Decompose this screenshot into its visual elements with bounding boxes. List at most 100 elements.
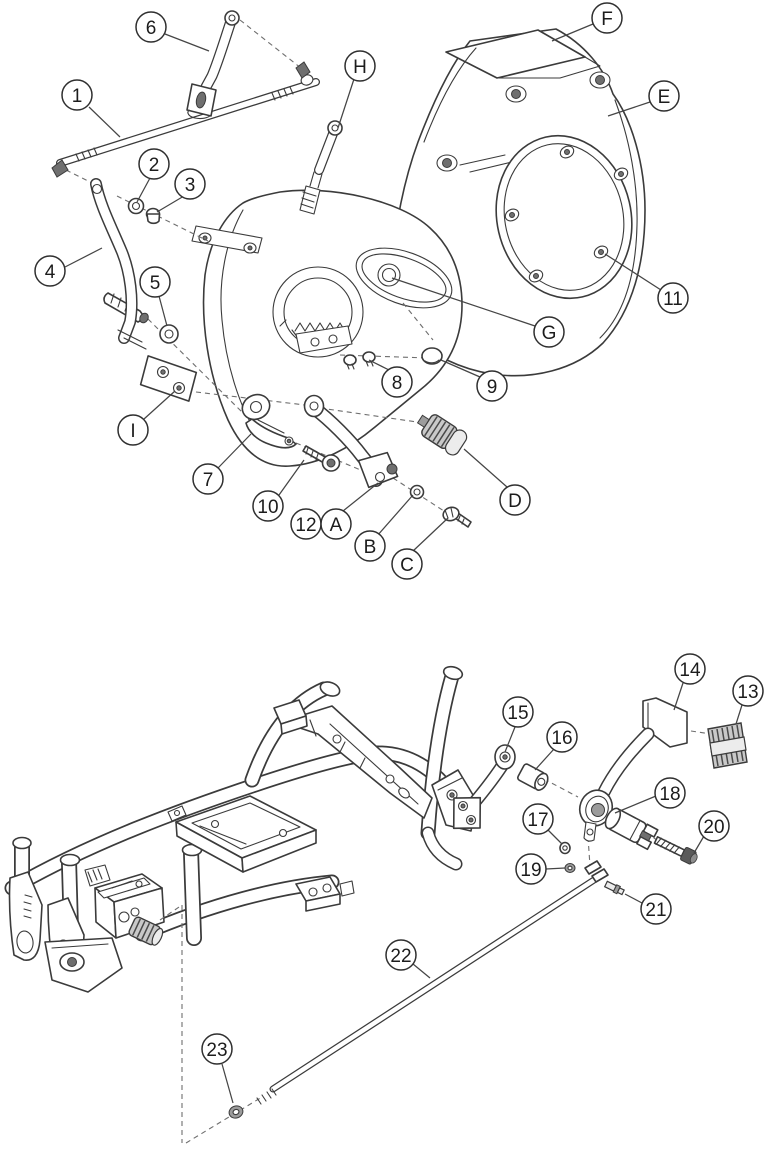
callout-leader-line <box>614 795 657 814</box>
battery-tray <box>167 795 317 873</box>
callout-leader-line <box>368 359 390 371</box>
callout-label: 1 <box>72 86 83 107</box>
callout-11: 11 <box>604 253 689 314</box>
part-washer-B <box>409 484 425 500</box>
callout-E: E <box>607 80 680 117</box>
callout-leader-line <box>604 253 662 291</box>
callout-circle <box>732 675 764 707</box>
callout-circle <box>139 266 171 298</box>
callout-19: 19 <box>515 853 566 885</box>
callout-label: 6 <box>146 18 157 39</box>
callout-label: 23 <box>206 1040 227 1061</box>
callout-leader-line <box>412 517 449 552</box>
callout-22: 22 <box>385 939 431 979</box>
callout-label: I <box>130 421 135 442</box>
forward-controls <box>8 864 165 993</box>
callout-leader-line <box>504 726 516 753</box>
callout-leader-line <box>337 78 355 129</box>
callout-8: 8 <box>368 359 413 398</box>
callout-leader-line <box>547 829 563 845</box>
callout-circle <box>674 653 706 685</box>
callout-circle <box>640 893 672 925</box>
callout-label: 9 <box>487 377 498 398</box>
callout-circle <box>174 168 206 200</box>
callout-leader-line <box>624 893 643 904</box>
callout-label: 18 <box>659 784 680 805</box>
callout-leader-line <box>463 448 508 488</box>
frame-illustration <box>4 665 477 993</box>
callout-16: 16 <box>534 721 578 771</box>
part-plug-9 <box>421 347 443 365</box>
part-footpeg-D <box>416 414 468 456</box>
callout-leader-line <box>164 33 210 52</box>
callout-circle <box>192 463 224 495</box>
callout-circle <box>502 696 534 728</box>
callout-circle <box>476 370 508 402</box>
callout-leader-line <box>607 101 651 117</box>
part-bolt-20 <box>653 836 698 865</box>
callout-label: 2 <box>149 155 160 176</box>
callout-circle <box>201 1033 233 1065</box>
callout-12: 12 <box>290 508 322 540</box>
part-shift-lever-14 <box>578 697 688 842</box>
callout-leader-line <box>391 277 536 327</box>
callout-H: H <box>337 50 376 129</box>
callout-4: 4 <box>34 247 103 287</box>
callout-label: 8 <box>392 373 403 394</box>
callout-leader-line <box>88 106 121 138</box>
callout-circle <box>34 255 66 287</box>
part-bushing-16 <box>517 763 549 791</box>
callout-label: H <box>353 57 367 78</box>
alignment-dashes-bottom <box>159 730 712 1144</box>
part-plug-buttons-8 <box>343 351 376 370</box>
callout-circle <box>657 282 689 314</box>
callout-13: 13 <box>732 675 764 725</box>
callout-5: 5 <box>139 266 171 327</box>
part-shift-lever-arm-6 <box>186 10 240 120</box>
part-mount-bracket-4 <box>90 178 147 350</box>
callout-circle <box>117 414 149 446</box>
part-spacer-block-I <box>139 355 198 402</box>
part-rocker-arm-15 <box>452 744 516 830</box>
callout-B: B <box>354 494 414 562</box>
callout-C: C <box>391 517 449 580</box>
callout-F: F <box>551 2 623 42</box>
part-nut-19 <box>564 863 576 873</box>
part-washer-17 <box>559 841 571 855</box>
callout-circle <box>381 366 413 398</box>
callout-15: 15 <box>502 696 534 753</box>
callout-circle <box>648 80 680 112</box>
callout-label: 7 <box>203 470 214 491</box>
callout-circle <box>354 530 386 562</box>
callout-leader-line <box>440 359 481 378</box>
part-shift-rod-22 <box>256 860 609 1105</box>
part-inner-shift-lever-A <box>303 394 399 489</box>
callout-label: 15 <box>507 703 528 724</box>
callout-3: 3 <box>156 168 206 213</box>
callout-label: 5 <box>150 273 161 294</box>
callout-leader-line <box>376 494 414 537</box>
callout-label: D <box>508 491 522 512</box>
part-pin-21 <box>603 880 625 896</box>
part-link-H <box>299 120 343 215</box>
callout-18: 18 <box>614 777 686 814</box>
callout-label: C <box>400 555 414 576</box>
callout-leader-line <box>342 482 379 512</box>
callout-label: 20 <box>703 817 724 838</box>
callout-circle <box>344 50 376 82</box>
callout-label: 12 <box>295 515 316 536</box>
callout-20: 20 <box>693 810 730 854</box>
derby-screws <box>504 145 629 283</box>
callout-leader-line <box>534 748 555 771</box>
shifter-shaft-hole-G <box>377 263 401 287</box>
callout-14: 14 <box>673 653 706 711</box>
callout-circle <box>61 79 93 111</box>
callout-10: 10 <box>252 459 305 522</box>
callout-leader-line <box>412 963 431 979</box>
part-pivot-bolt-10 <box>302 445 341 472</box>
callout-circle <box>138 148 170 180</box>
callout-circle <box>391 548 423 580</box>
